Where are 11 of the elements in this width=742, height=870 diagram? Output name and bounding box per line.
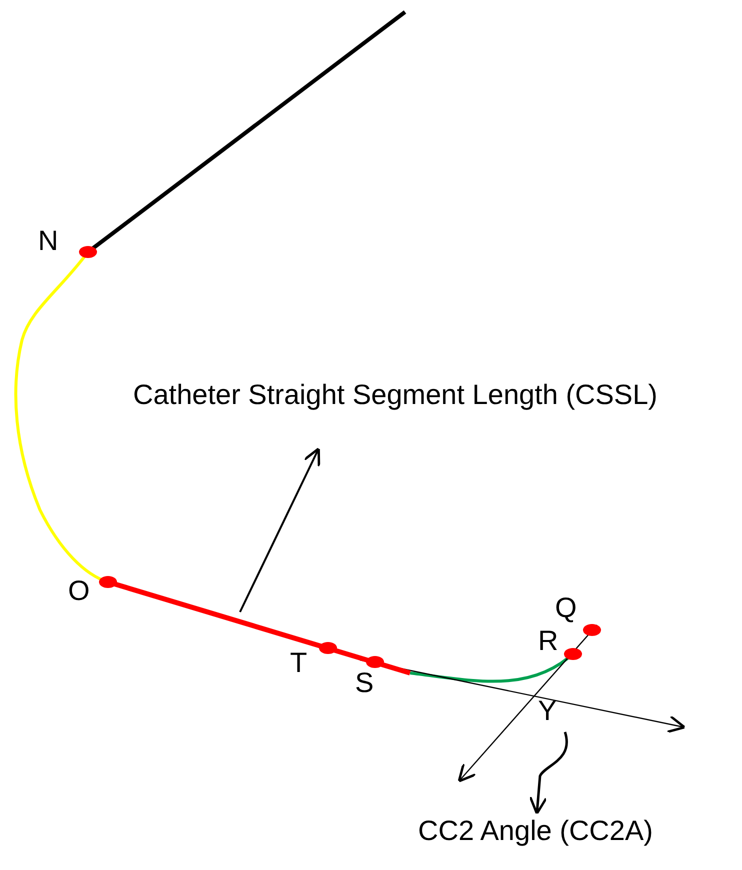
- leader-line: [239, 447, 320, 612]
- point-label: Y: [538, 698, 557, 724]
- annotation-text: CC2 Angle (CC2A): [418, 814, 738, 848]
- point-label: T: [290, 650, 308, 676]
- annotation-text: Catheter Straight Segment Length (CSSL): [133, 378, 678, 412]
- point-label: S: [355, 670, 374, 696]
- point-label: N: [38, 228, 58, 254]
- leader-line: [529, 732, 568, 815]
- point-label: O: [68, 578, 90, 604]
- point-label: R: [538, 628, 558, 654]
- point-label: Q: [555, 595, 577, 621]
